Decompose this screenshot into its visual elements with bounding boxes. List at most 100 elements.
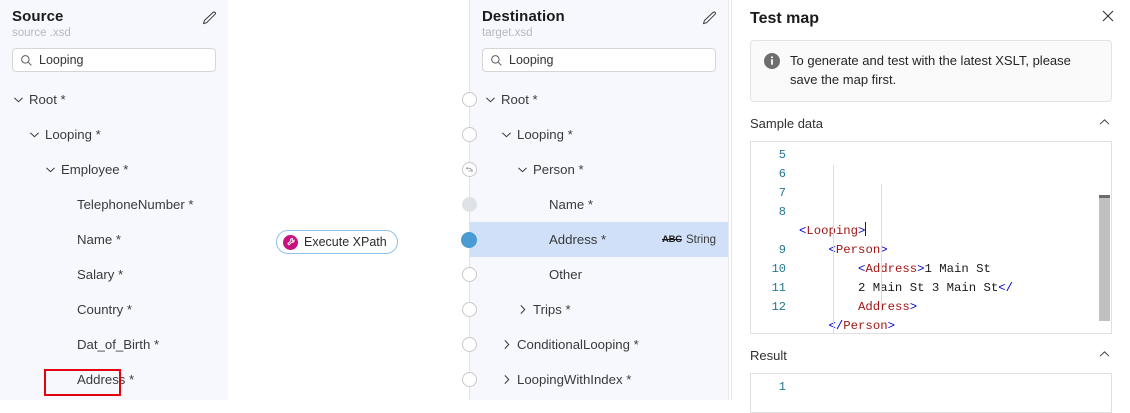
tree-row[interactable]: Looping *: [470, 117, 728, 152]
tree-row-label: Employee *: [61, 162, 129, 177]
sample-data-section-header[interactable]: Sample data: [750, 115, 1112, 133]
chevron-down-icon[interactable]: [12, 93, 25, 106]
tree-row[interactable]: Looping *: [0, 117, 228, 152]
close-icon[interactable]: [1100, 8, 1116, 27]
search-icon: [491, 54, 502, 66]
tree-row[interactable]: Other: [470, 257, 728, 292]
tree-row-label: Country *: [77, 302, 132, 317]
result-editor[interactable]: 1: [750, 372, 1112, 413]
save-map-info-banner: To generate and test with the latest XSL…: [750, 40, 1112, 102]
sample-data-line-numbers: 5678910111213: [751, 142, 793, 333]
scrollbar-thumb[interactable]: [1099, 197, 1110, 321]
tree-row[interactable]: Root *: [470, 82, 728, 117]
tree-row-label: Address *: [549, 232, 607, 247]
source-search-box[interactable]: [12, 48, 216, 72]
tree-row-label: LoopingWithIndex *: [517, 372, 632, 387]
tree-row-label: ConditionalLooping *: [517, 337, 639, 352]
source-title: Source: [12, 8, 64, 25]
type-abc-icon: ABC: [661, 234, 682, 245]
result-section-header[interactable]: Result: [750, 347, 1112, 365]
tree-row[interactable]: Employee *: [0, 152, 228, 187]
connection-handle[interactable]: [461, 197, 477, 212]
tree-row-label: Other: [549, 267, 582, 282]
tree-row-label: Root *: [501, 92, 538, 107]
sample-data-scrollbar[interactable]: [1098, 141, 1111, 333]
tree-row[interactable]: Address *: [0, 362, 228, 397]
tree-row-label: Salary *: [77, 267, 124, 282]
chevron-down-icon[interactable]: [500, 128, 513, 141]
tree-row[interactable]: Root *: [0, 82, 228, 117]
connection-handle[interactable]: [461, 372, 477, 387]
tree-row[interactable]: Salary *: [0, 257, 228, 292]
chevron-spacer: [532, 198, 545, 211]
line-number: 10: [771, 261, 786, 276]
search-icon: [21, 54, 32, 66]
tree-row-label: Root *: [29, 92, 66, 107]
test-map-header: Test map: [732, 0, 1130, 28]
destination-panel: Destination target.xsd Root * Looping * Pe…: [470, 0, 728, 400]
test-map-title: Test map: [750, 10, 820, 27]
connection-handle[interactable]: [461, 232, 477, 248]
chevron-up-icon[interactable]: [1097, 347, 1112, 365]
tree-row[interactable]: Name *: [470, 187, 728, 222]
tree-row-label: Name *: [77, 232, 121, 247]
chevron-up-icon[interactable]: [1097, 115, 1112, 133]
source-search-input[interactable]: [39, 53, 208, 67]
sample-data-editor[interactable]: 5678910111213 <Looping> <Person> <Addres…: [750, 140, 1112, 334]
chevron-down-icon[interactable]: [516, 163, 529, 176]
tree-row[interactable]: Person *: [470, 152, 728, 187]
chevron-spacer: [532, 233, 545, 246]
code-line: 2 Main St 3 Main St</: [799, 280, 1014, 295]
line-number: 5: [778, 147, 786, 162]
chevron-right-icon[interactable]: [500, 373, 513, 386]
tree-row[interactable]: Trips *: [470, 292, 728, 327]
mapping-canvas[interactable]: Execute XPath: [228, 0, 708, 400]
destination-title: Destination: [482, 8, 565, 25]
connection-handle[interactable]: [461, 337, 477, 352]
chevron-right-icon[interactable]: [516, 303, 529, 316]
result-code[interactable]: [793, 374, 1111, 412]
destination-header: Destination target.xsd: [470, 0, 728, 39]
tree-row[interactable]: ConditionalLooping *: [470, 327, 728, 362]
tree-row-label: Looping *: [45, 127, 101, 142]
destination-subtitle: target.xsd: [482, 27, 533, 39]
tree-row[interactable]: Country *: [0, 292, 228, 327]
tree-row[interactable]: LoopingWithIndex *: [470, 362, 728, 397]
source-subtitle: source .xsd: [12, 27, 71, 39]
line-number: [751, 317, 786, 333]
tree-row[interactable]: Name *: [0, 222, 228, 257]
connection-handle[interactable]: [461, 302, 477, 317]
code-line: <Address>1 Main St: [858, 261, 991, 276]
chevron-down-icon[interactable]: [484, 93, 497, 106]
connection-handle[interactable]: [461, 162, 477, 177]
connection-handle[interactable]: [461, 267, 477, 282]
line-number: 11: [771, 280, 786, 295]
tree-row-label: Dat_of_Birth *: [77, 337, 160, 352]
xpath-function-icon: [283, 234, 298, 250]
chevron-right-icon[interactable]: [500, 338, 513, 351]
tree-row[interactable]: Dat_of_Birth *: [0, 327, 228, 362]
line-number: 1: [778, 379, 786, 394]
destination-handle-rail: [461, 0, 477, 400]
tree-row[interactable]: TelephoneNumber *: [0, 187, 228, 222]
source-header: Source source .xsd: [0, 0, 228, 39]
destination-search-input[interactable]: [509, 53, 708, 67]
chevron-down-icon[interactable]: [28, 128, 41, 141]
destination-search-box[interactable]: [482, 48, 716, 72]
pencil-icon[interactable]: [201, 10, 218, 30]
code-line: <Person>: [829, 242, 888, 257]
code-line: <Looping>: [799, 221, 867, 238]
chevron-down-icon[interactable]: [44, 163, 57, 176]
pencil-icon[interactable]: [701, 10, 718, 30]
tree-row-label: Person *: [533, 162, 584, 177]
source-tree: Root * Looping * Employee * TelephoneNumber…: [0, 82, 228, 397]
connection-handle[interactable]: [461, 92, 477, 107]
code-line: </Person>: [828, 318, 895, 333]
tree-row-label: TelephoneNumber *: [77, 197, 194, 212]
tree-row-label: Trips *: [533, 302, 571, 317]
connection-handle[interactable]: [461, 127, 477, 142]
execute-xpath-node[interactable]: Execute XPath: [276, 230, 398, 254]
sample-data-code[interactable]: <Looping> <Person> <Address>1 Main St 2 …: [793, 142, 1111, 333]
